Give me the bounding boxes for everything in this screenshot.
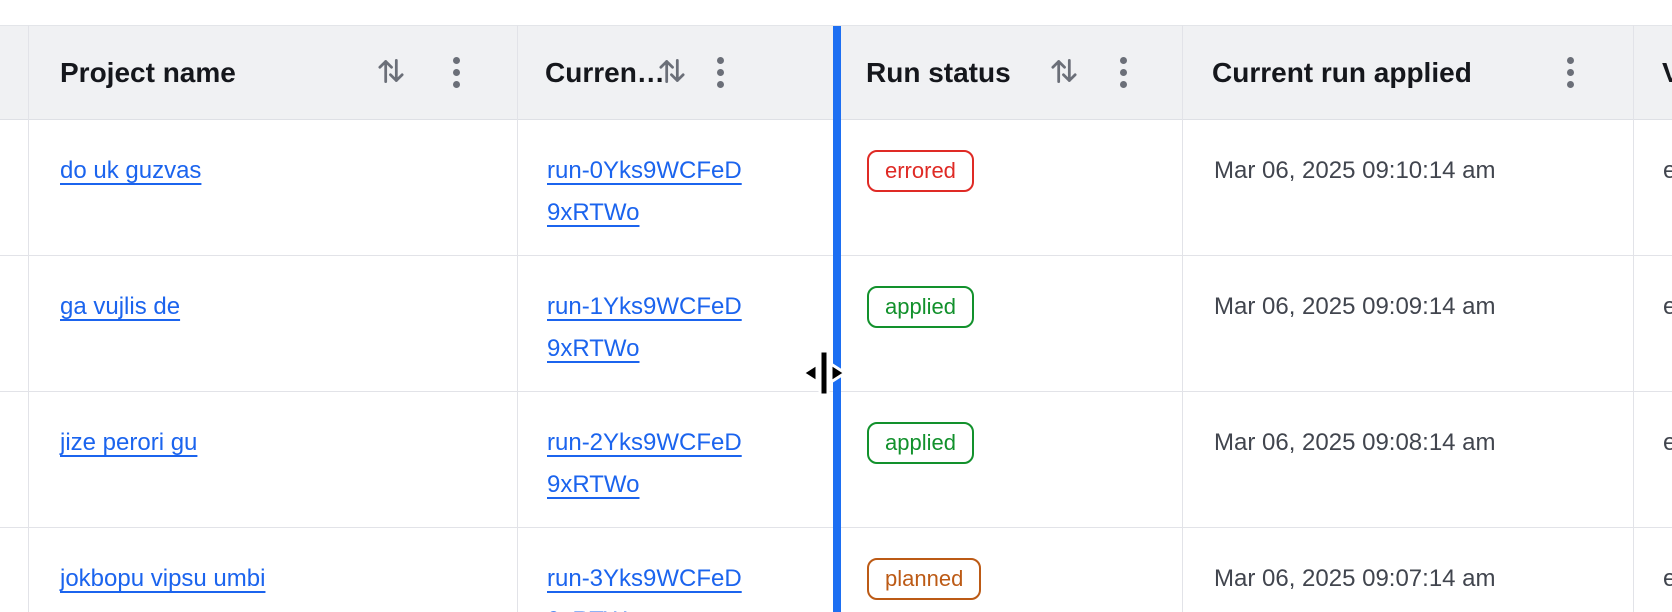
sort-arrows-icon [657, 54, 687, 91]
column-menu-button-run-status[interactable] [1114, 26, 1133, 119]
run-applied-timestamp: Mar 06, 2025 09:08:14 am [1214, 429, 1496, 456]
run-status-badge: planned [867, 558, 982, 600]
kebab-menu-icon [1567, 57, 1574, 88]
sort-arrows-icon [376, 54, 406, 91]
column-border [1633, 25, 1634, 612]
kebab-menu-icon [717, 57, 724, 88]
run-applied-timestamp: Mar 06, 2025 09:10:14 am [1214, 157, 1496, 184]
column-header-clipped: V [1662, 56, 1672, 88]
run-applied-timestamp: Mar 06, 2025 09:09:14 am [1214, 293, 1496, 320]
clipped-cell-text: e [1663, 157, 1672, 184]
column-border [28, 25, 29, 612]
column-header-current-run-applied: Current run applied [1212, 56, 1472, 88]
sort-button-project-name[interactable] [370, 26, 412, 119]
run-status-badge: applied [867, 422, 974, 464]
clipped-cell-text: e [1663, 429, 1672, 456]
clipped-cell-text: e [1663, 293, 1672, 320]
run-status-badge: errored [867, 150, 974, 192]
run-applied-timestamp: Mar 06, 2025 09:07:14 am [1214, 565, 1496, 592]
project-link[interactable]: ga vujlis de [60, 293, 181, 320]
clipped-cell-text: e [1663, 565, 1672, 592]
column-border [517, 25, 518, 612]
column-menu-button-current-run-applied[interactable] [1561, 26, 1580, 119]
run-link[interactable]: run-1Yks9WCFeD9xRTWo [547, 293, 742, 362]
column-menu-button-current-run[interactable] [711, 26, 730, 119]
sort-arrows-icon [1049, 54, 1079, 91]
sort-button-current-run[interactable] [651, 26, 693, 119]
column-resize-indicator[interactable] [833, 26, 841, 612]
run-status-badge: applied [867, 286, 974, 328]
project-link[interactable]: do uk guzvas [60, 157, 202, 184]
column-header-current-run: Curren… [545, 56, 665, 88]
column-header-run-status: Run status [866, 56, 1011, 88]
column-header-project-name: Project name [60, 56, 236, 88]
project-link[interactable]: jize perori gu [60, 429, 198, 456]
project-link[interactable]: jokbopu vipsu umbi [60, 565, 266, 592]
run-link[interactable]: run-0Yks9WCFeD9xRTWo [547, 157, 742, 226]
column-border [1182, 25, 1183, 612]
run-link[interactable]: run-2Yks9WCFeD9xRTWo [547, 429, 742, 498]
sort-button-run-status[interactable] [1043, 26, 1085, 119]
column-menu-button-project-name[interactable] [447, 26, 466, 119]
kebab-menu-icon [1120, 57, 1127, 88]
kebab-menu-icon [453, 57, 460, 88]
run-link[interactable]: run-3Yks9WCFeD9xRTWo [547, 565, 742, 612]
